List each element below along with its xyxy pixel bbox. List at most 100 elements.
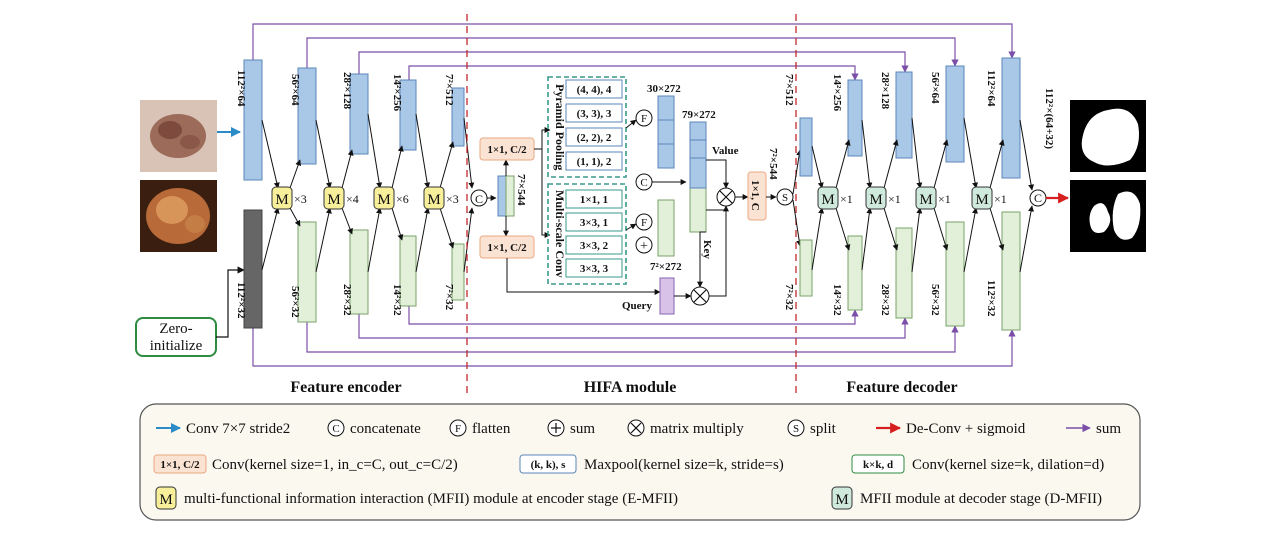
enc-top-dim-3: 28²×128 (341, 72, 353, 110)
e-mfii-symbol-1: M (275, 192, 288, 208)
d-mfii-symbol-4: M (975, 192, 988, 208)
merged-feature-blue (497, 175, 507, 217)
e-mfii-repeat-4: ×3 (446, 192, 459, 206)
enc-top-dim-5: 7²×512 (443, 74, 455, 106)
multiscale-item-label-3: 3×3, 2 (580, 240, 609, 252)
flatten-symbol-bottom: F (641, 217, 647, 229)
query-label: Query (622, 300, 652, 312)
d-mfii-module-4 (971, 186, 993, 210)
multiscale-item-4 (565, 258, 623, 278)
decoder-bottom-blocks (799, 211, 1021, 331)
d-mfii-symbol-1: M (821, 192, 834, 208)
dec-bottom-dim-4: 56²×32 (929, 284, 941, 316)
output-mask-endoscopy (1070, 180, 1146, 252)
dec-top-dim-5: 112²×64 (985, 70, 997, 107)
dec-bottom-block-5 (1001, 211, 1021, 331)
pyramid-item-2 (565, 103, 623, 123)
pyramid-pooling-group (547, 76, 627, 178)
e-mfii-module-1 (271, 186, 293, 210)
pyramid-item-4 (565, 151, 623, 171)
d-mfii-module-2 (865, 186, 887, 210)
legend-flatten-text: flatten (472, 421, 511, 437)
legend-dmfii-symbol: M (835, 492, 848, 508)
enc-top-dim-1: 112²×64 (235, 70, 247, 107)
legend-emfii-symbol: M (159, 492, 172, 508)
pyramid-flat-column (657, 95, 675, 169)
e-mfii-repeat-1: ×3 (294, 192, 307, 206)
legend-dil-text: Conv(kernel size=k, dilation=d) (912, 457, 1104, 473)
section-label-encoder: Feature encoder (290, 379, 401, 396)
legend-matmul-text: matrix multiply (650, 421, 744, 437)
enc-bottom-dim-1: 112²×32 (235, 282, 247, 319)
legend-flatten-symbol: F (455, 423, 461, 435)
multiscale-items: 1×1, 1 3×3, 1 3×3, 2 3×3, 3 (565, 189, 623, 278)
e-mfii-module-2 (323, 186, 345, 210)
e-mfii-symbol-4: M (427, 192, 440, 208)
dec-top-block-1 (799, 117, 813, 177)
legend-split-text: split (810, 421, 837, 437)
input-image-endoscopy (140, 180, 217, 252)
legend-split-icon (787, 419, 805, 437)
dec-bottom-block-3 (895, 227, 913, 319)
e-mfii-repeat-2: ×4 (346, 192, 359, 206)
sum-icon-hifa (635, 236, 653, 254)
legend-concat-icon (327, 419, 345, 437)
d-mfii-symbol-2: M (869, 192, 882, 208)
value-column-top (689, 121, 707, 189)
pyramid-item-1 (565, 79, 623, 99)
flatten-icon-top (635, 109, 653, 127)
enc-top-block-2 (297, 67, 317, 165)
dec-top-dim-1: 7²×512 (783, 74, 795, 106)
skip-connections-bottom (252, 306, 1016, 367)
dec-final-dim: 112²×(64+32) (1043, 88, 1055, 149)
multiscale-item-1 (565, 189, 623, 209)
encoder-top-blocks (243, 59, 465, 181)
sum-symbol-hifa: + (640, 239, 648, 254)
multiscale-conv-title: Multi-scale Conv (553, 190, 567, 278)
multiscale-flat-column (657, 199, 675, 257)
dec-top-block-2 (847, 79, 863, 157)
legend-conv7-text: Conv 7×7 stride2 (186, 421, 290, 437)
legend-pool-box (519, 454, 577, 474)
e-mfii-repeat-3: ×6 (396, 192, 409, 206)
multiscale-item-3 (565, 235, 623, 255)
legend-sum-text: sum (570, 421, 595, 437)
pyramid-item-3 (565, 127, 623, 147)
legend-dil-box-label: k×k, d (863, 459, 893, 471)
dim-79-label: 79×272 (682, 109, 716, 121)
dec-bottom-block-1 (799, 239, 813, 297)
hifa-output-dim: 7²×544 (767, 148, 779, 180)
dec-bottom-dim-1: 7²×32 (783, 284, 795, 311)
enc-top-dim-2: 56²×64 (289, 74, 301, 106)
dec-bottom-dim-3: 28²×32 (879, 284, 891, 316)
legend-conv1-text: Conv(kernel size=1, in_c=C, out_c=C/2) (212, 457, 458, 473)
pyramid-pooling-title: Pyramid Pooling (553, 84, 567, 170)
key-label: Key (701, 240, 713, 259)
output-mask-skin (1070, 100, 1146, 172)
legend-box (139, 403, 1141, 521)
skip-connections-top (252, 23, 1016, 81)
enc-top-block-5 (451, 87, 465, 147)
dim-30-label: 30×272 (647, 83, 681, 95)
concat-symbol-hifa: C (640, 177, 647, 189)
hifa-ops: F C F + (625, 109, 653, 254)
encoder-bottom-blocks (243, 209, 465, 329)
pyramid-item-label-1: (4, 4), 4 (577, 84, 612, 96)
section-label-decoder: Feature decoder (846, 379, 957, 396)
legend-concat-symbol: C (332, 423, 339, 435)
pyramid-item-label-3: (2, 2), 2 (577, 132, 612, 144)
d-mfii-module-1 (817, 186, 839, 210)
hifa-output-conv (747, 171, 767, 221)
pyramid-item-label-2: (3, 3), 3 (577, 108, 612, 120)
dec-top-dim-4: 56²×64 (929, 72, 941, 104)
input-image-skin (140, 100, 217, 172)
legend-dil-box (851, 454, 905, 474)
d-mfii-module-3 (915, 186, 937, 210)
legend-deconv-text: De-Conv + sigmoid (906, 421, 1026, 437)
query-column (659, 277, 675, 315)
enc-bottom-dim-4: 14²×32 (391, 284, 403, 316)
legend-sum-arrow-text: sum (1096, 421, 1121, 437)
split-icon (776, 188, 794, 206)
dec-bottom-block-2 (847, 235, 863, 311)
split-symbol: S (782, 192, 788, 204)
